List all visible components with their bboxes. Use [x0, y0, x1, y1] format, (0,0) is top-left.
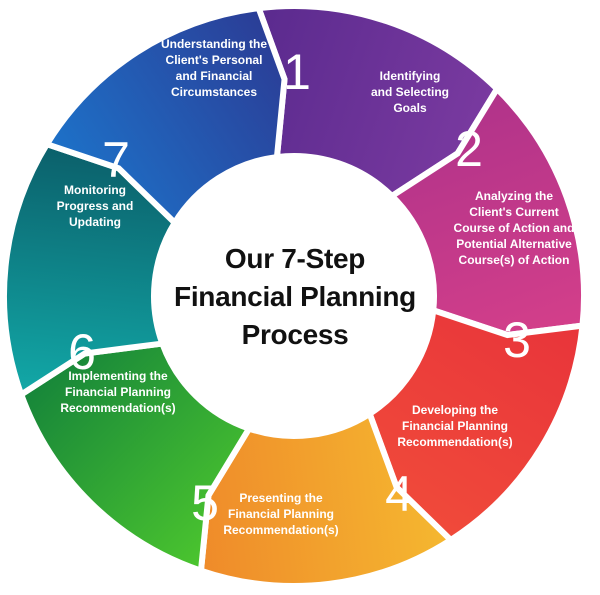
- step-3-label-line: Client's Current: [469, 205, 559, 219]
- step-1-number: 1: [283, 44, 311, 100]
- step-6-label-line: Financial Planning: [65, 385, 171, 399]
- center-title: Our 7-Step Financial Planning Process: [160, 232, 430, 362]
- step-3-label-line: Potential Alternative: [456, 237, 572, 251]
- step-3-label-line: Course of Action and: [454, 221, 575, 235]
- center-circle: [156, 158, 432, 434]
- step-1-label-line: and Financial: [176, 69, 253, 83]
- step-6-number: 6: [68, 324, 96, 380]
- step-3-label-line: Analyzing the: [475, 189, 553, 203]
- step-3-label-line: Course(s) of Action: [459, 253, 570, 267]
- step-2-label-line: and Selecting: [371, 85, 449, 99]
- step-4-label-line: Developing the: [412, 403, 498, 417]
- step-2-label-line: Identifying: [380, 69, 441, 83]
- step-2-number: 2: [455, 121, 483, 177]
- step-5-label-line: Presenting the: [239, 491, 323, 505]
- step-6-label-line: Implementing the: [68, 369, 168, 383]
- center-title-line-2: Financial Planning: [174, 281, 416, 312]
- step-7-label-line: Monitoring: [64, 183, 126, 197]
- center-title-line-1: Our 7-Step: [224, 243, 366, 274]
- step-2-label-line: Goals: [393, 101, 427, 115]
- step-7-label-line: Updating: [69, 215, 121, 229]
- step-1-label-line: Circumstances: [171, 85, 257, 99]
- center-title-line-3: Process: [241, 319, 349, 350]
- step-5-label-line: Financial Planning: [228, 507, 334, 521]
- step-5-number: 5: [191, 475, 219, 531]
- step-1-label-line: Client's Personal: [166, 53, 263, 67]
- step-7-number: 7: [102, 132, 130, 188]
- step-3-number: 3: [503, 312, 531, 368]
- step-1-label-line: Understanding the: [161, 37, 267, 51]
- step-4-label-line: Recommendation(s): [397, 435, 512, 449]
- step-6-label-line: Recommendation(s): [60, 401, 175, 415]
- step-7-label-line: Progress and: [57, 199, 134, 213]
- step-5-label-line: Recommendation(s): [223, 523, 338, 537]
- step-7-segment: [42, 4, 288, 228]
- step-4-label-line: Financial Planning: [402, 419, 508, 433]
- step-4-number: 4: [385, 466, 413, 522]
